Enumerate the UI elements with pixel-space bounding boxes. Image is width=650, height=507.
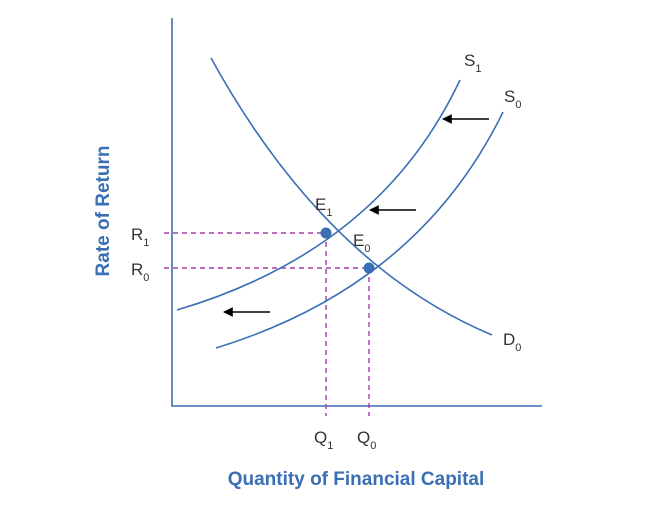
demand-label: D0 [503,330,521,354]
quantity-q0-label: Q0 [357,428,376,452]
supply-initial-label: S0 [504,87,521,111]
equilibrium-e0-label: E0 [353,231,370,255]
rate-r0-label: R0 [131,260,149,284]
x-axis-title: Quantity of Financial Capital [228,469,485,490]
equilibrium-point-e0 [363,262,375,274]
supply-shifted-label: S1 [464,51,481,75]
supply-curve-shifted [176,79,461,311]
equilibrium-e1-label: E1 [315,195,332,219]
quantity-q1-label: Q1 [314,428,333,452]
y-axis-title: Rate of Return [93,146,114,277]
supply-curve-initial [215,111,504,349]
equilibrium-point-e1 [320,227,332,239]
rate-r1-label: R1 [131,225,149,249]
